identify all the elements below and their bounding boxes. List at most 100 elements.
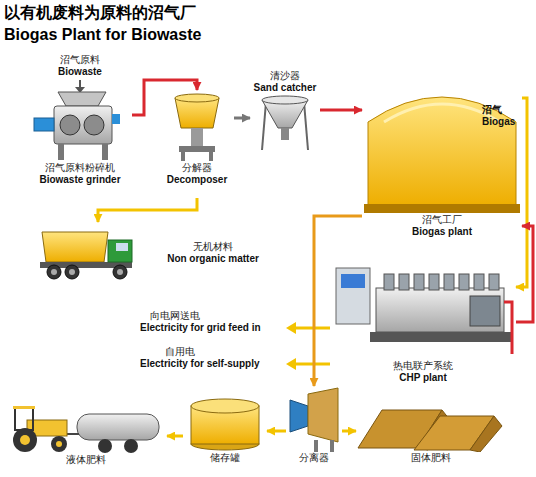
node-text-group: 热电联产系统CHP plant — [393, 360, 453, 384]
node-label: 清沙器 — [270, 70, 300, 82]
separator-inlet — [290, 400, 308, 432]
container — [42, 232, 108, 262]
sep-illustration — [286, 386, 342, 452]
node-label: 沼气工厂 — [422, 214, 462, 226]
cylinder — [459, 274, 469, 290]
node-label: Non organic matter — [167, 253, 259, 265]
truck-illustration — [38, 222, 138, 284]
diagram-title: 以有机废料为原料的沼气厂 Biogas Plant for Biowaste — [4, 2, 214, 46]
node-text-group: 液体肥料 — [66, 454, 106, 466]
dome-illustration — [362, 78, 522, 214]
funnel-illustration — [250, 94, 320, 152]
flow-arrow — [516, 226, 533, 322]
grinder-illustration — [28, 90, 132, 162]
hub — [51, 269, 57, 275]
separator-body — [308, 388, 338, 442]
tank-top — [191, 399, 259, 413]
hub — [20, 435, 30, 445]
process-node: 热电联产系统CHP plant — [330, 262, 516, 390]
hub — [117, 269, 123, 275]
leg — [262, 102, 266, 150]
motor-cap — [112, 114, 120, 124]
process-node: 分离器 — [286, 386, 342, 476]
control-cabinet — [336, 268, 370, 324]
stand — [191, 128, 203, 146]
process-node: 分解器Decomposer — [160, 90, 234, 198]
node-label: 热电联产系统 — [393, 360, 453, 372]
flow-arrow — [342, 430, 356, 433]
node-label: CHP plant — [399, 372, 447, 384]
node-text-group: 分解器Decomposer — [167, 162, 228, 186]
roller — [60, 115, 80, 135]
flow-arrow — [267, 430, 286, 433]
cylinder — [489, 274, 499, 290]
grinder-body — [54, 106, 112, 144]
node-label: 分离器 — [299, 452, 329, 464]
leg — [314, 440, 318, 452]
leg — [330, 440, 334, 452]
spout — [281, 128, 289, 140]
process-node: 液体肥料 — [5, 404, 167, 476]
pile-side — [470, 416, 502, 452]
node-label: Decomposer — [167, 174, 228, 186]
edge-label: 沼气 Biogas — [482, 104, 522, 128]
node-label: 储存罐 — [210, 452, 240, 464]
flow-arrow — [98, 198, 197, 222]
node-text-group: 清沙器Sand catcher — [254, 70, 317, 94]
wheel — [98, 439, 112, 453]
decomp-illustration — [160, 90, 234, 162]
hub — [69, 269, 75, 275]
leg — [181, 152, 185, 161]
node-label: 无机材料 — [193, 241, 233, 253]
node-text-group: 沼气原料粉碎机Biowaste grinder — [39, 162, 120, 186]
base — [364, 204, 520, 213]
input-arrow — [79, 80, 81, 88]
node-label: Sand catcher — [254, 82, 317, 94]
text-label: Electricity for self-supply — [140, 358, 259, 370]
flow-arrow — [132, 80, 197, 115]
leg — [58, 144, 64, 160]
node-text-group: 沼气工厂Biogas plant — [412, 214, 472, 238]
cab — [108, 240, 132, 262]
window — [116, 243, 128, 251]
screen — [341, 274, 365, 288]
flow-arrow — [320, 109, 362, 112]
process-node: 无机材料Non organic matter — [38, 222, 288, 284]
roof — [13, 406, 35, 409]
process-node: 沼气工厂Biogas plant — [362, 78, 522, 246]
process-node: 储存罐 — [183, 396, 267, 476]
tank-trailer — [77, 414, 159, 440]
cylinder — [384, 274, 394, 290]
cylinder — [444, 274, 454, 290]
electricity-arrow-head — [286, 358, 296, 370]
electricity-arrow — [294, 363, 330, 366]
hub — [56, 441, 62, 447]
wheel — [124, 439, 138, 453]
node-text-group: 固体肥料 — [411, 452, 451, 464]
wheel — [65, 265, 79, 279]
tractor-illustration — [5, 404, 167, 454]
roller — [84, 115, 104, 135]
cylinder — [399, 274, 409, 290]
leg — [209, 152, 213, 161]
base — [179, 146, 215, 152]
flow-arrow — [167, 435, 183, 438]
hopper — [58, 92, 106, 106]
process-node: 沼气原料粉碎机Biowaste grinder — [28, 90, 132, 198]
flow-arrow — [234, 117, 250, 120]
flow-arrow — [314, 216, 362, 386]
vessel-top — [175, 94, 219, 102]
electricity-arrow — [294, 327, 330, 330]
node-text-group: 分离器 — [299, 452, 329, 464]
node-label: 固体肥料 — [411, 452, 451, 464]
generator — [470, 296, 500, 326]
node-text-group: 无机材料Non organic matter — [138, 241, 288, 265]
node-label: 沼气原料粉碎机 — [45, 162, 115, 174]
electricity-arrow-head — [286, 322, 296, 334]
base — [370, 332, 512, 342]
cylinder — [414, 274, 424, 290]
engine — [376, 288, 504, 332]
cylinder — [429, 274, 439, 290]
text-label: 沼气原料 — [60, 54, 100, 66]
